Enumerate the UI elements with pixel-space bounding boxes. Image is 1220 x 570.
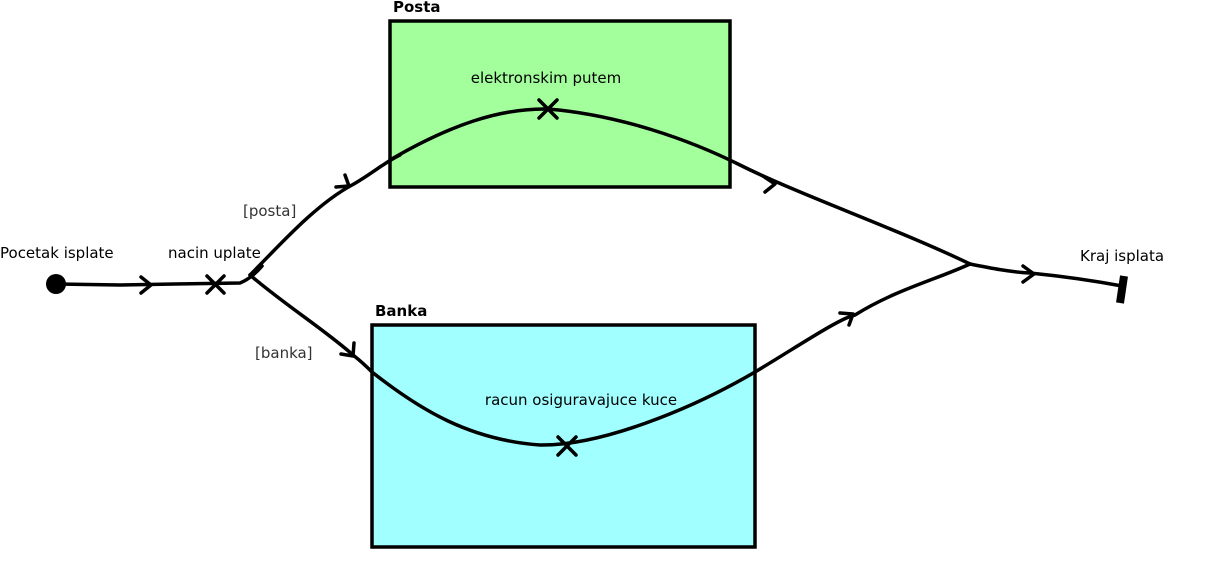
- arrow-head-posta-out: [761, 174, 777, 194]
- flow-posta-curve: [388, 107, 972, 266]
- end-node: Kraj isplata: [1080, 247, 1164, 304]
- banka-region-title: Banka: [375, 302, 427, 320]
- posta-step-cross-b: [537, 98, 559, 120]
- arrow-head-banka-out: [838, 311, 855, 327]
- flow-merge-to-end: [968, 262, 1124, 288]
- posta-region-title: Posta: [393, 0, 441, 16]
- banka-region-box: [370, 323, 757, 549]
- banka-region: Banka racun osiguravajuce kuce: [370, 302, 757, 549]
- posta-step-label: elektronskim putem: [471, 69, 622, 87]
- start-node: Pocetak isplate: [0, 244, 114, 294]
- banka-step-cross-b: [556, 435, 578, 457]
- arrow-head-posta-in: [334, 173, 351, 189]
- end-bar: [1116, 275, 1128, 304]
- flow-branch-banka: [248, 273, 374, 374]
- decision-label: nacin uplate: [168, 244, 261, 262]
- posta-region: Posta elektronskim putem: [388, 0, 732, 189]
- flow-start-to-decision: [54, 264, 264, 287]
- decision-cross-b: [205, 274, 226, 295]
- arrow-head-banka-in: [339, 341, 356, 358]
- decision-node: nacin uplate: [168, 244, 261, 295]
- posta-region-box: [388, 19, 732, 189]
- end-label: Kraj isplata: [1080, 247, 1164, 265]
- arrow-head-start: [139, 275, 153, 295]
- guard-posta: [posta]: [243, 202, 296, 220]
- flow-banka-curve: [370, 262, 972, 447]
- guard-banka: [banka]: [255, 344, 313, 362]
- arrow-head-end: [1021, 264, 1036, 284]
- flow-branch-posta: [248, 153, 402, 277]
- banka-step-label: racun osiguravajuce kuce: [485, 391, 677, 409]
- start-label: Pocetak isplate: [0, 244, 114, 262]
